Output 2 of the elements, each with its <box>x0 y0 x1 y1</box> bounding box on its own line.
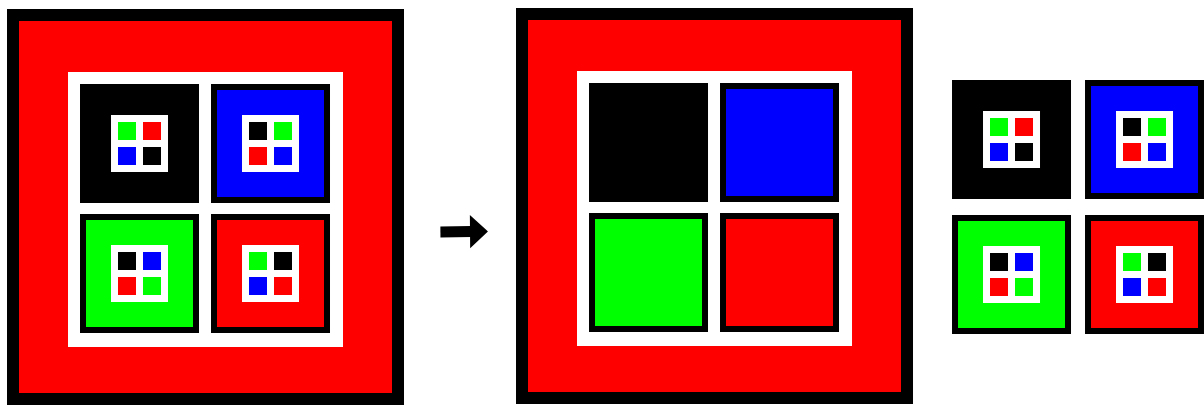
picture <box>516 8 913 404</box>
picture <box>7 9 404 405</box>
